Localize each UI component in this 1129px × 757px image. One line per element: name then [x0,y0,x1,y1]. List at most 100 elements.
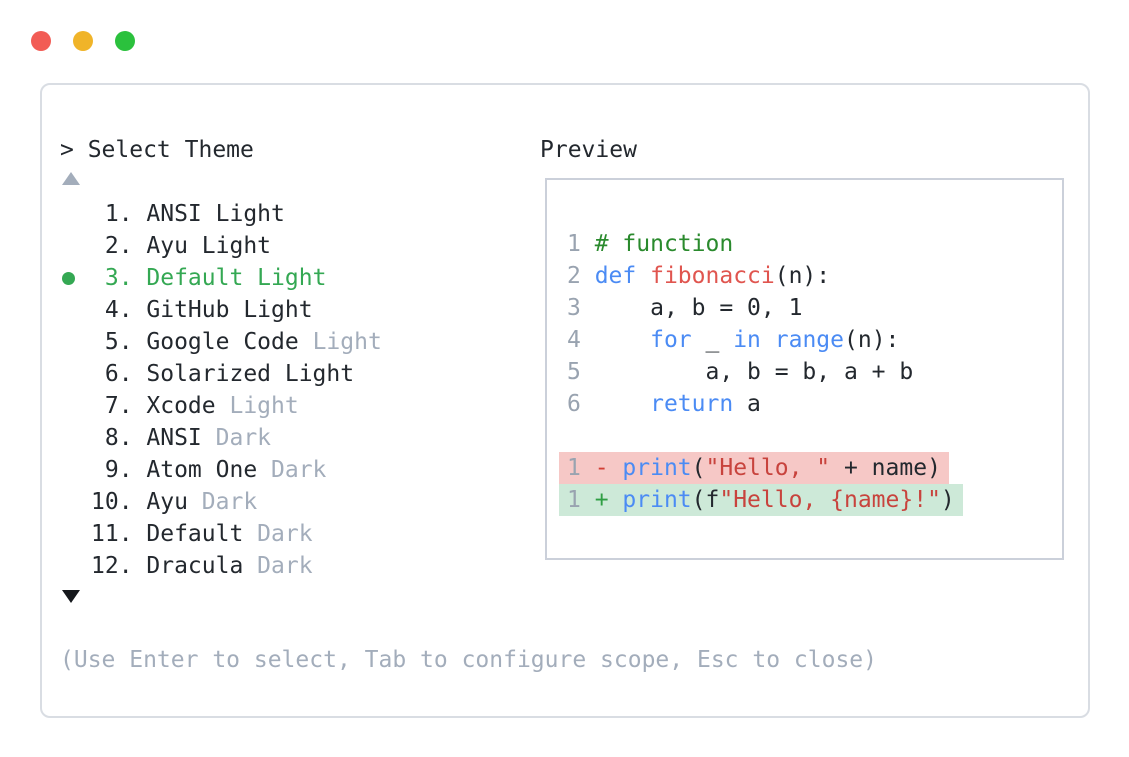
code-token-plain [595,391,650,417]
code-token-keyword: in [733,327,761,353]
theme-list-item-2[interactable]: 2. Ayu Light [60,230,382,262]
theme-item-separator: . [118,201,147,227]
code-line: 3 a, b = 0, 1 [567,292,1062,324]
code-token-keyword: return [650,391,734,417]
theme-item-separator: . [118,265,147,291]
code-token-removed-sign: - [594,455,623,481]
theme-item-separator: . [118,489,147,515]
theme-list-item-6[interactable]: 6. Solarized Light [60,358,382,390]
theme-item-number: 7 [104,393,119,419]
code-line: 6 return a [567,388,1062,420]
code-line-content: 1 # function [567,228,733,260]
code-line-content: 1 + print(f"Hello, {name}!") [559,484,963,516]
theme-item-name: Google Code [146,329,299,355]
code-line-content: 3 a, b = 0, 1 [567,292,802,324]
theme-list-item-1[interactable]: 1. ANSI Light [60,198,382,230]
code-token-plain [595,327,650,353]
theme-item-number: 4 [104,297,119,323]
theme-list-item-10[interactable]: 10. Ayu Dark [60,486,382,518]
theme-item-number: 12 [91,553,119,579]
theme-item-number: 1 [104,201,119,227]
code-token-keyword: def [594,263,637,289]
code-token-plain: a [733,391,761,417]
line-number: 1 [567,231,595,257]
code-token-plain: (n): [774,263,831,289]
theme-item-separator: . [118,361,147,387]
theme-item-suffix: Light [229,297,313,323]
code-token-string: "Hello, {name}!" [719,487,941,513]
theme-list-item-5[interactable]: 5. Google Code Light [60,326,382,358]
theme-item-number: 11 [91,521,119,547]
selection-dot-column [60,454,91,486]
code-line-content: 5 a, b = b, a + b [567,356,913,388]
theme-item-name: Ayu [146,489,188,515]
theme-item-name: GitHub [146,297,230,323]
scroll-up-icon[interactable] [62,172,80,185]
code-line: 5 a, b = b, a + b [567,356,1062,388]
line-number: 2 [567,263,595,289]
theme-item-suffix: Light [271,361,355,387]
code-token-plain [761,327,775,353]
selection-dot-column [60,422,91,454]
theme-item-suffix: Dark [243,553,313,579]
code-line: 2 def fibonacci(n): [567,260,1062,292]
selection-dot-column [60,358,91,390]
theme-item-suffix: Dark [187,489,258,515]
window-traffic-lights [31,31,135,51]
code-token-added-sign: + [594,487,623,513]
code-token-comment: # function [594,231,734,257]
line-number: 5 [567,359,595,385]
select-theme-prompt: > Select Theme [60,137,254,163]
theme-item-name: Solarized [146,361,272,387]
theme-item-suffix: Light [215,393,299,419]
theme-list-item-4[interactable]: 4. GitHub Light [60,294,382,326]
window-minimize-button[interactable] [73,31,93,51]
code-line-content: 2 def fibonacci(n): [567,260,830,292]
code-token-plain: (f [691,487,720,513]
selection-dot-column [60,198,91,230]
theme-list-item-8[interactable]: 8. ANSI Dark [60,422,382,454]
theme-list-item-7[interactable]: 7. Xcode Light [60,390,382,422]
theme-list-item-12[interactable]: 12. Dracula Dark [60,550,382,582]
line-number: 3 [567,295,595,321]
window-close-button[interactable] [31,31,51,51]
theme-item-number: 2 [104,233,119,259]
code-token-plain: ) [940,487,955,513]
selection-dot-column [60,390,91,422]
theme-item-number: 6 [104,361,119,387]
code-token-keyword: print [622,455,692,481]
theme-item-name: Default [146,265,244,291]
theme-item-name: Ayu [146,233,188,259]
code-line [567,420,1062,452]
code-token-function: fibonacci [650,263,775,289]
selection-dot-column [60,294,91,326]
preview-label: Preview [540,137,637,163]
selection-dot-column [60,230,91,262]
code-token-plain: ( [691,455,706,481]
theme-item-name: ANSI [146,201,202,227]
theme-item-separator: . [118,457,147,483]
code-line-content: 4 for _ in range(n): [567,324,899,356]
theme-list-item-9[interactable]: 9. Atom One Dark [60,454,382,486]
theme-item-separator: . [118,233,147,259]
theme-item-number: 3 [104,265,119,291]
theme-item-suffix: Light [201,201,285,227]
theme-item-name: ANSI [146,425,202,451]
code-token-plain: (n): [844,327,900,353]
code-line: 1 # function [567,228,1062,260]
selection-dot-column [60,550,91,582]
theme-item-separator: . [118,329,147,355]
theme-item-number: 10 [91,489,119,515]
scroll-down-icon[interactable] [62,590,80,603]
window-zoom-button[interactable] [115,31,135,51]
theme-item-suffix: Light [187,233,272,259]
theme-item-name: Default [146,521,244,547]
line-number: 4 [567,327,595,353]
theme-list-item-11[interactable]: 11. Default Dark [60,518,382,550]
selection-dot-column [60,326,91,358]
code-line-content: 1 - print("Hello, " + name) [559,452,949,484]
theme-list-item-3[interactable]: 3. Default Light [60,262,382,294]
